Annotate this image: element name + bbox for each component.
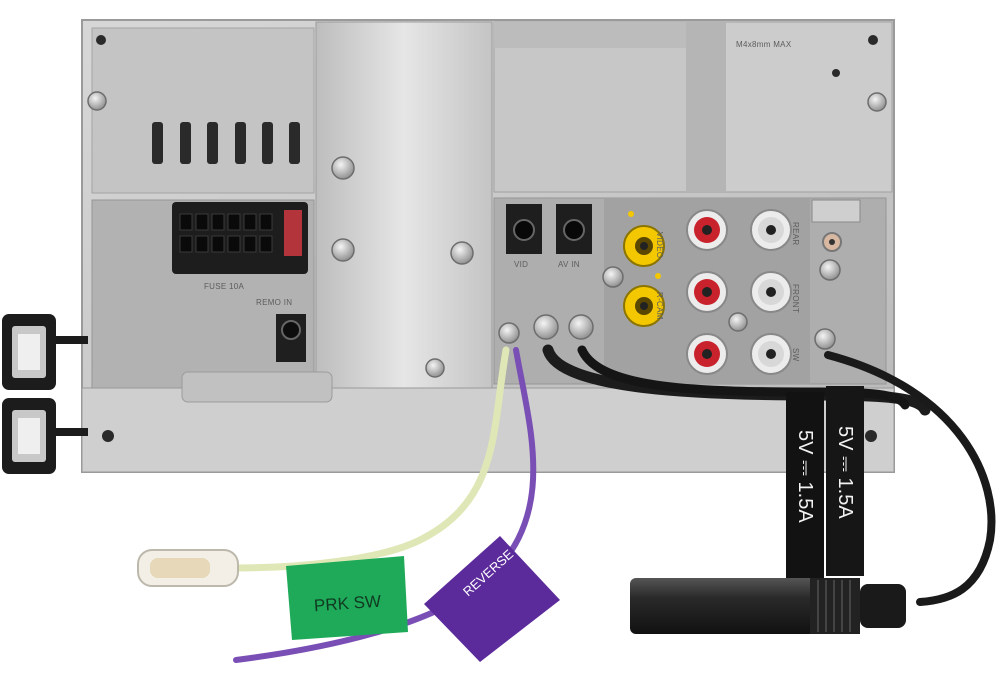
vid-marking: VID	[514, 260, 529, 269]
rca-front-white	[750, 271, 792, 313]
usb-connector-2	[2, 398, 88, 474]
sw-marking: SW	[791, 348, 800, 362]
rca-rcam-yellow	[623, 285, 665, 327]
heatsink-plate	[315, 21, 493, 391]
fuse-marking: FUSE 10A	[204, 282, 245, 291]
av-in-marking: AV IN	[558, 260, 580, 269]
screws	[87, 91, 887, 378]
rca-rear-red	[686, 209, 728, 251]
remo-in-marking: REMO IN	[256, 298, 293, 307]
upper-left-panel	[91, 27, 315, 194]
rca-rear-white	[750, 209, 792, 251]
rear-marking: REAR	[791, 222, 800, 246]
usb-tag-1-label: 5V ⎓ 1.5A	[794, 430, 816, 523]
remo-in-jack	[276, 314, 306, 362]
usb-tag-1-flag	[786, 392, 824, 582]
microphone	[630, 578, 906, 634]
usb-tag-2-flag	[826, 386, 864, 576]
vid-jack	[506, 204, 542, 254]
top-right-marking: M4x8mm MAX	[736, 40, 792, 49]
rca-sw-white	[750, 333, 792, 375]
vent-slots	[152, 122, 300, 164]
upper-right-box	[713, 21, 893, 193]
front-marking: FRONT	[791, 284, 800, 314]
rear-cam-marking: R-CAM	[655, 292, 664, 320]
upper-right-housing	[493, 21, 715, 193]
antenna-jack	[811, 199, 861, 252]
rca-front-red	[686, 271, 728, 313]
rca-jacks	[623, 209, 792, 375]
video-marking: VIDEO	[655, 232, 664, 259]
usb-extension-cable-2	[577, 345, 910, 410]
harness-connector	[172, 202, 308, 274]
screw-holes	[96, 35, 878, 442]
av-in-jack	[556, 204, 592, 254]
rca-video-yellow	[623, 225, 665, 267]
mic-cable	[824, 351, 996, 606]
usb-connector-1	[2, 314, 88, 390]
reverse-tag-shape	[424, 536, 560, 662]
usb-tag-2-label: 5V ⎓ 1.5A	[834, 426, 856, 519]
rca-sw-red	[686, 333, 728, 375]
prk-sw-tag-shape	[286, 556, 408, 640]
bullet-connector	[137, 549, 239, 587]
